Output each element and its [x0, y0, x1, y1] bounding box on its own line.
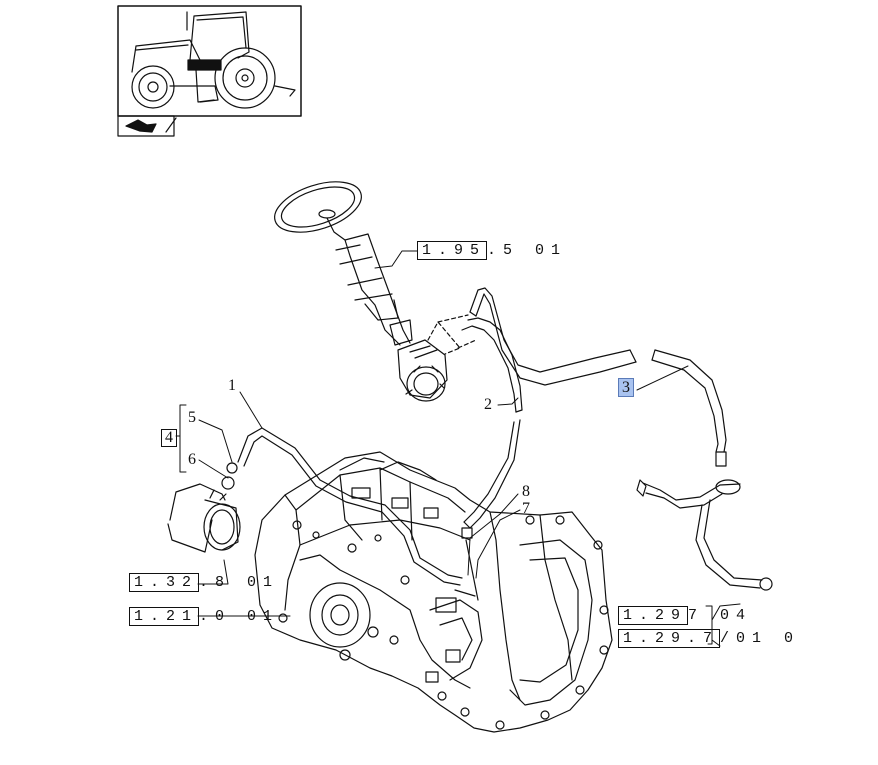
- ref-transmission[interactable]: 1.21.0 01: [129, 607, 280, 626]
- hoses: [461, 287, 773, 591]
- ref-pump-rest: .8 01: [199, 574, 280, 591]
- ref-brake-pipe-a[interactable]: 1.297 04: [618, 606, 753, 625]
- pipe-1: [221, 427, 463, 586]
- ref-pump[interactable]: 1.32.8 01: [129, 573, 280, 592]
- callout-1[interactable]: 1: [228, 377, 236, 394]
- callout-3[interactable]: 3: [618, 378, 634, 397]
- callout-2[interactable]: 2: [484, 396, 492, 413]
- ref-brake-pipe-b[interactable]: 1.29.7/01 0: [618, 629, 801, 648]
- tractor-thumbnail[interactable]: [117, 5, 302, 137]
- ref-steering-column[interactable]: 1.95.5 01: [417, 241, 568, 260]
- ref-transmission-box: 1.21: [129, 607, 200, 626]
- ref-transmission-rest: .0 01: [199, 608, 280, 625]
- ref-brake-pipe-b-rest: /01 0: [720, 630, 801, 647]
- callout-4[interactable]: 4: [161, 429, 177, 447]
- ref-pump-box: 1.32: [129, 573, 200, 592]
- leader-lines: [175, 250, 741, 647]
- callout-7[interactable]: 7: [522, 500, 530, 517]
- callout-6[interactable]: 6: [188, 451, 196, 468]
- pump: [167, 483, 241, 553]
- steering-column: [274, 181, 477, 402]
- ref-brake-pipe-a-box: 1.29: [618, 606, 689, 625]
- callout-3-highlight: 3: [618, 378, 634, 397]
- transmission-housing: [254, 451, 613, 733]
- ref-steering-column-box: 1.95: [417, 241, 488, 260]
- callout-5[interactable]: 5: [188, 409, 196, 426]
- ref-brake-pipe-b-box: 1.29.7: [618, 629, 721, 648]
- ref-steering-column-rest: .5 01: [487, 242, 568, 259]
- callout-8[interactable]: 8: [522, 483, 530, 500]
- ref-brake-pipe-a-rest: 7 04: [688, 607, 753, 624]
